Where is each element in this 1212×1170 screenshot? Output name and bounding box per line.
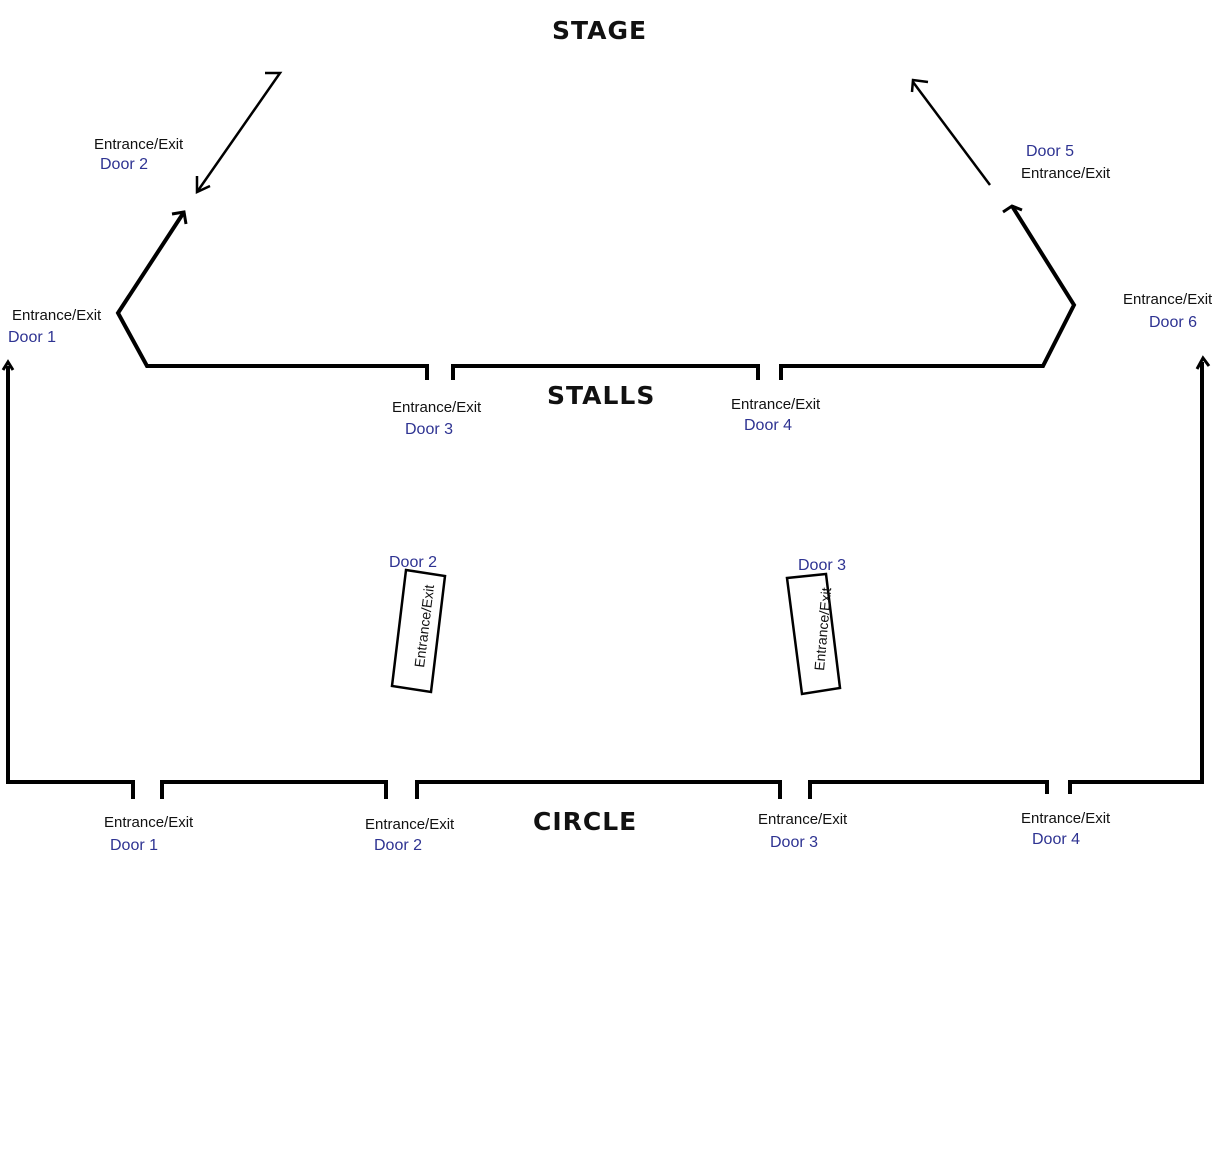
inner-door-3-pillar: Entrance/Exit bbox=[785, 572, 842, 696]
circle-left-wall bbox=[6, 366, 135, 799]
circle-left-arrowhead bbox=[1, 359, 15, 371]
inner-door-3-number: Door 3 bbox=[798, 557, 846, 574]
inner-door-2-number: Door 2 bbox=[389, 554, 437, 571]
stage-title: STAGE bbox=[552, 16, 647, 45]
stage-door-5-passage bbox=[910, 78, 992, 186]
stage-door-2-label: Entrance/Exit bbox=[94, 136, 184, 153]
stalls-door-4-number: Door 4 bbox=[744, 417, 792, 434]
stalls-door-3-number: Door 3 bbox=[405, 421, 453, 438]
circle-door-1-number: Door 1 bbox=[110, 837, 158, 854]
stalls-right-arrowhead bbox=[1002, 204, 1023, 214]
stalls-title: STALLS bbox=[547, 381, 655, 410]
circle-door-3-number: Door 3 bbox=[770, 834, 818, 851]
inner-door-2-pillar: Entrance/Exit bbox=[390, 568, 447, 694]
circle-door-2-number: Door 2 bbox=[374, 837, 422, 854]
stalls-door-6-number: Door 6 bbox=[1149, 314, 1197, 331]
stage-door-5-number: Door 5 bbox=[1026, 143, 1074, 160]
inner-door-3-label: Entrance/Exit bbox=[811, 587, 834, 671]
stage-door-5-label: Entrance/Exit bbox=[1021, 165, 1111, 182]
stage-door-2-number: Door 2 bbox=[100, 156, 148, 173]
stalls-door-1-number: Door 1 bbox=[8, 329, 56, 346]
circle-right-wall bbox=[1068, 362, 1204, 794]
stalls-center-wall bbox=[451, 364, 760, 380]
circle-door-4-label: Entrance/Exit bbox=[1021, 810, 1111, 827]
circle-wall-segment-1 bbox=[160, 780, 388, 799]
stage-door-2-passage bbox=[195, 71, 283, 194]
circle-right-arrowhead bbox=[1195, 355, 1211, 370]
stalls-door-4-label: Entrance/Exit bbox=[731, 396, 821, 413]
stalls-left-wall bbox=[115, 210, 429, 380]
stalls-door-3-label: Entrance/Exit bbox=[392, 399, 482, 416]
circle-door-2-label: Entrance/Exit bbox=[365, 816, 455, 833]
stalls-left-arrowhead bbox=[171, 210, 188, 225]
circle-door-1-label: Entrance/Exit bbox=[104, 814, 194, 831]
circle-title: CIRCLE bbox=[533, 807, 637, 836]
circle-wall-segment-2 bbox=[415, 780, 782, 799]
stalls-door-1-label: Entrance/Exit bbox=[12, 307, 102, 324]
circle-wall-segment-3 bbox=[808, 780, 1049, 799]
stalls-right-wall bbox=[779, 204, 1077, 380]
circle-door-3-label: Entrance/Exit bbox=[758, 811, 848, 828]
circle-door-4-number: Door 4 bbox=[1032, 831, 1080, 848]
stalls-door-6-label: Entrance/Exit bbox=[1123, 291, 1212, 308]
